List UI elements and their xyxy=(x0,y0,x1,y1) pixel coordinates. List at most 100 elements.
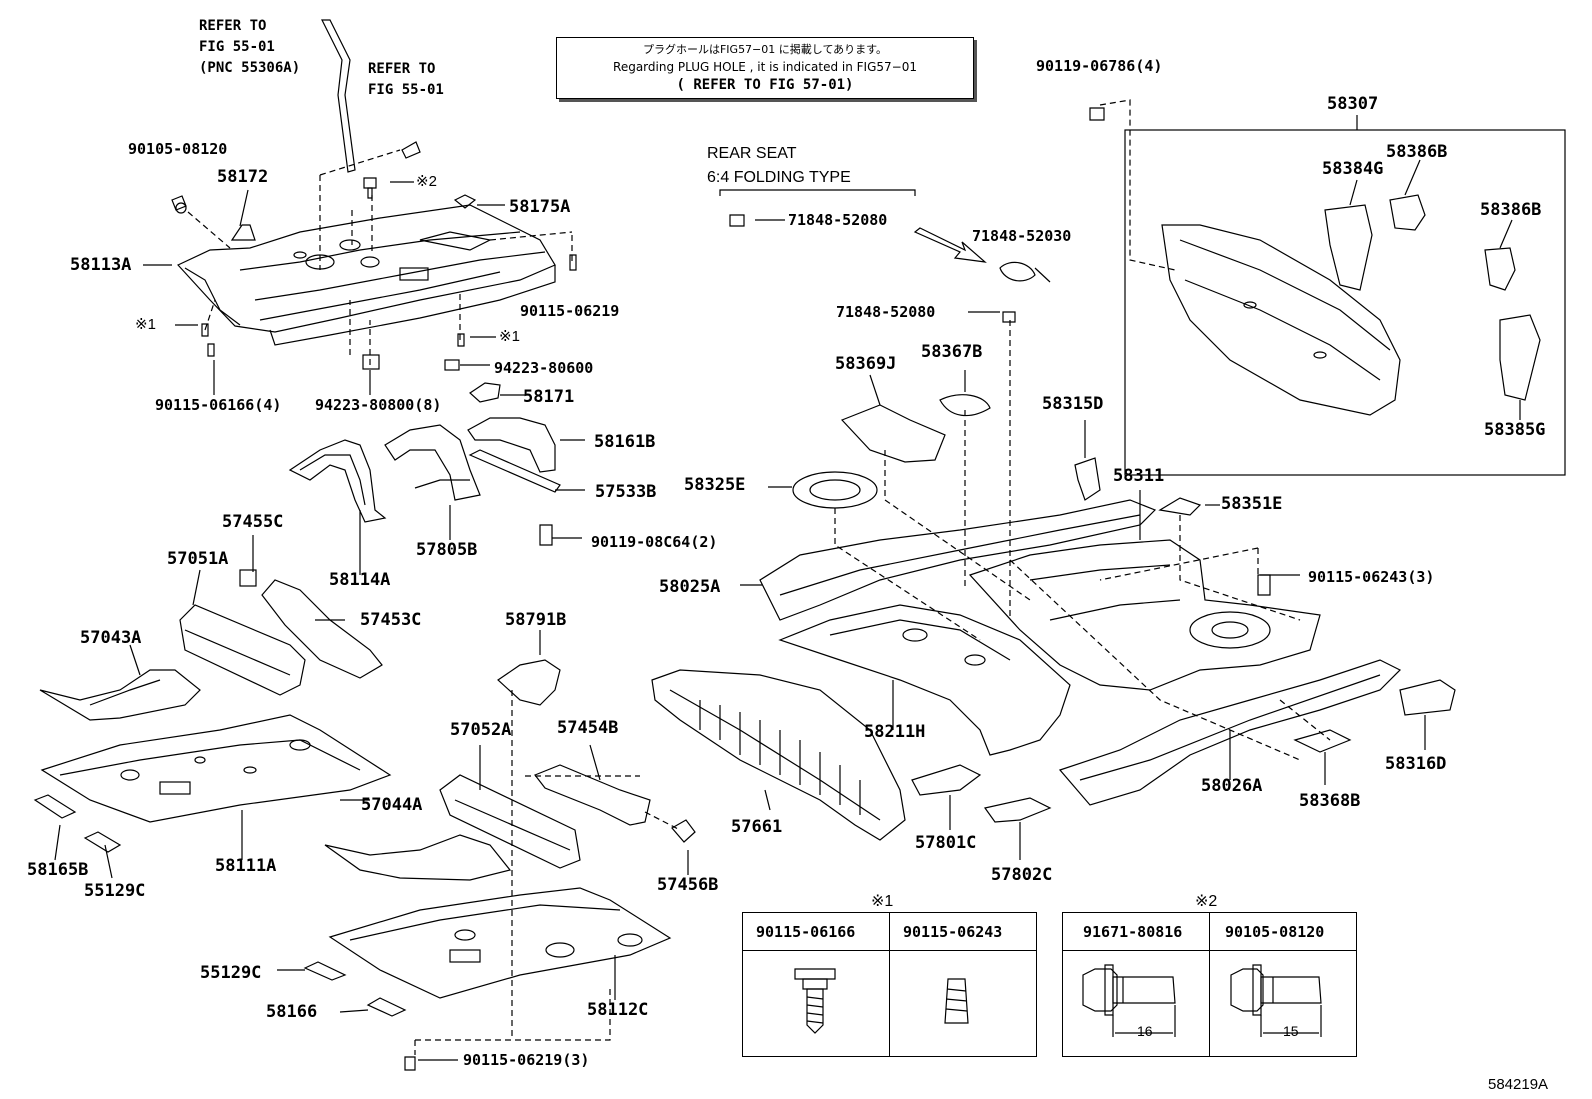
label-58316D[interactable]: 58316D xyxy=(1385,754,1447,774)
legend2-mark: ※2 xyxy=(1195,893,1218,910)
label-94223-80800-8[interactable]: 94223-80800(8) xyxy=(315,396,442,414)
legend1-col2[interactable]: 90115-06243 xyxy=(903,923,1003,941)
notice-line-en: Regarding PLUG HOLE , it is indicated in… xyxy=(613,60,917,74)
part-57052A xyxy=(439,774,581,869)
refer-b-line1[interactable]: REFER TO xyxy=(368,61,436,77)
label-57801C[interactable]: 57801C xyxy=(915,833,977,853)
label-90119-06786-4[interactable]: 90119-06786(4) xyxy=(1036,57,1163,75)
label-58112C[interactable]: 58112C xyxy=(587,1000,649,1020)
refer-b-line2[interactable]: FIG 55-01 xyxy=(368,82,444,98)
assembly-58307-box xyxy=(1124,129,1566,476)
legend-table-mark2: 91671-80816 90105-08120 16 15 xyxy=(1062,912,1357,1057)
part-58111A-floor xyxy=(40,714,392,823)
part-58112C-floor xyxy=(328,887,672,999)
label-55129C-a[interactable]: 55129C xyxy=(84,881,146,901)
label-57454B[interactable]: 57454B xyxy=(557,718,619,738)
refer-a-line1[interactable]: REFER TO xyxy=(199,18,267,34)
label-58311[interactable]: 58311 xyxy=(1113,466,1165,486)
label-58171[interactable]: 58171 xyxy=(523,387,575,407)
label-58166[interactable]: 58166 xyxy=(266,1002,318,1022)
label-57455C[interactable]: 57455C xyxy=(222,512,284,532)
part-58211H xyxy=(778,604,1071,756)
label-58384G[interactable]: 58384G xyxy=(1322,159,1384,179)
label-90105-08120[interactable]: 90105-08120 xyxy=(128,140,228,158)
part-57454B xyxy=(534,764,651,826)
part-58307-panel xyxy=(1161,224,1401,416)
notice-refer-link[interactable]: ( REFER TO FIG 57-01) xyxy=(676,77,854,93)
legend1-bolt-drawings xyxy=(794,968,969,1034)
notice-line-jp: プラグホールはFIG57−01 に掲載してあります。 xyxy=(642,43,888,56)
label-58385G[interactable]: 58385G xyxy=(1484,420,1546,440)
label-58165B[interactable]: 58165B xyxy=(27,860,89,880)
part-57051A xyxy=(179,604,306,696)
label-57805B[interactable]: 57805B xyxy=(416,540,478,560)
label-58315D[interactable]: 58315D xyxy=(1042,394,1104,414)
label-58386B-b[interactable]: 58386B xyxy=(1480,200,1542,220)
part-57044A xyxy=(324,834,512,881)
label-90119-08C64-2[interactable]: 90119-08C64(2) xyxy=(591,533,718,551)
label-58175A[interactable]: 58175A xyxy=(509,197,571,217)
label-58172[interactable]: 58172 xyxy=(217,167,269,187)
legend2-bolt-drawings xyxy=(1082,964,1322,1037)
part-58113A-panel xyxy=(177,204,556,346)
part-58026A xyxy=(1058,659,1402,806)
label-71848-52080-b[interactable]: 71848-52080 xyxy=(836,303,936,321)
label-mark1-left: ※1 xyxy=(135,316,156,333)
part-58325E xyxy=(792,471,878,509)
label-mark1-mid: ※1 xyxy=(499,328,520,345)
label-58369J[interactable]: 58369J xyxy=(835,354,897,374)
label-58368B[interactable]: 58368B xyxy=(1299,791,1361,811)
label-90115-06166-4[interactable]: 90115-06166(4) xyxy=(155,396,282,414)
legend2-dim2: 15 xyxy=(1283,1023,1299,1039)
legend1-col1[interactable]: 90115-06166 xyxy=(756,923,856,941)
label-55129C-b[interactable]: 55129C xyxy=(200,963,262,983)
legend2-col2[interactable]: 90105-08120 xyxy=(1225,923,1325,941)
label-57802C[interactable]: 57802C xyxy=(991,865,1053,885)
label-mark2: ※2 xyxy=(416,173,437,190)
label-57052A[interactable]: 57052A xyxy=(450,720,512,740)
label-58386B-a[interactable]: 58386B xyxy=(1386,142,1448,162)
legend-table-mark1: 90115-06166 90115-06243 xyxy=(742,912,1037,1057)
figure-id: 584219A xyxy=(1488,1076,1549,1093)
label-58114A[interactable]: 58114A xyxy=(329,570,391,590)
part-58114A-bracket xyxy=(288,439,387,523)
refer-a-line2[interactable]: FIG 55-01 xyxy=(199,39,275,55)
label-58025A[interactable]: 58025A xyxy=(659,577,721,597)
legend2-col1[interactable]: 91671-80816 xyxy=(1083,923,1183,941)
label-58367B[interactable]: 58367B xyxy=(921,342,983,362)
label-58113A[interactable]: 58113A xyxy=(70,255,132,275)
label-58111A[interactable]: 58111A xyxy=(215,856,277,876)
bolt-mark2 xyxy=(363,177,377,199)
label-71848-52030[interactable]: 71848-52030 xyxy=(972,227,1072,245)
label-57456B[interactable]: 57456B xyxy=(657,875,719,895)
label-71848-52080-a[interactable]: 71848-52080 xyxy=(788,211,888,229)
label-57533B[interactable]: 57533B xyxy=(595,482,657,502)
label-58325E[interactable]: 58325E xyxy=(684,475,746,495)
label-94223-80600[interactable]: 94223-80600 xyxy=(494,359,594,377)
legend2-dim1: 16 xyxy=(1137,1023,1153,1039)
label-57043A[interactable]: 57043A xyxy=(80,628,142,648)
label-90115-06219-3[interactable]: 90115-06219(3) xyxy=(463,1051,590,1069)
bolt-icon xyxy=(794,968,836,1034)
refer-a-line3[interactable]: (PNC 55306A) xyxy=(199,60,301,76)
label-57051A[interactable]: 57051A xyxy=(167,549,229,569)
part-58311-pan xyxy=(968,539,1321,691)
label-58791B[interactable]: 58791B xyxy=(505,610,567,630)
rear-seat-line2: 6:4 FOLDING TYPE xyxy=(707,169,851,186)
label-58351E[interactable]: 58351E xyxy=(1221,494,1283,514)
label-57453C[interactable]: 57453C xyxy=(360,610,422,630)
legend1-mark: ※1 xyxy=(871,893,894,910)
label-58211H[interactable]: 58211H xyxy=(864,722,926,742)
bolt-90105-08120 xyxy=(171,195,187,214)
label-58026A[interactable]: 58026A xyxy=(1201,776,1263,796)
label-57661[interactable]: 57661 xyxy=(731,817,783,837)
label-58161B[interactable]: 58161B xyxy=(594,432,656,452)
part-58791B xyxy=(497,659,561,706)
label-90115-06219[interactable]: 90115-06219 xyxy=(520,302,620,320)
label-57044A[interactable]: 57044A xyxy=(361,795,423,815)
flange-bolt-icon-2 xyxy=(1230,964,1322,1037)
label-90115-06243-3[interactable]: 90115-06243(3) xyxy=(1308,568,1435,586)
part-57661 xyxy=(651,669,906,841)
label-58307[interactable]: 58307 xyxy=(1327,94,1379,114)
